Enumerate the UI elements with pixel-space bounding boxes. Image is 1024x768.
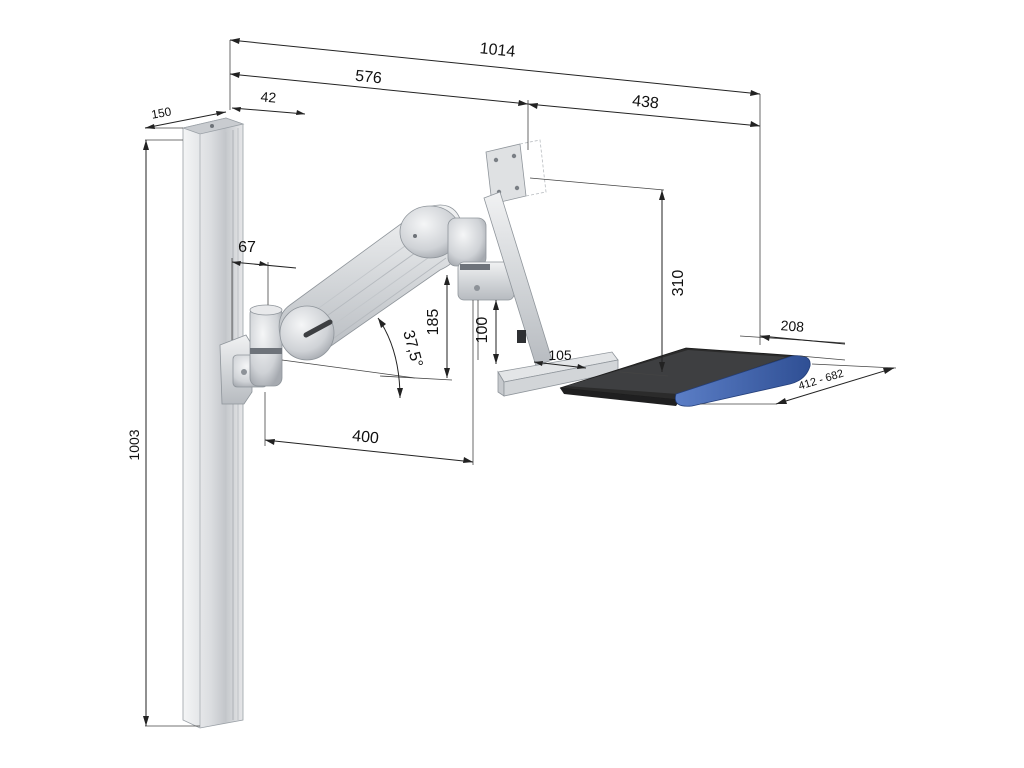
dimension-tray-reach bbox=[527, 103, 761, 127]
label-tray-offset: 105 bbox=[548, 347, 572, 363]
wall-column bbox=[181, 117, 245, 729]
label-pivot-height: 100 bbox=[474, 317, 491, 344]
label-column-height: 1003 bbox=[126, 429, 142, 460]
dimension-arm-reach bbox=[229, 72, 529, 150]
dimension-arm-rise bbox=[379, 275, 453, 381]
dimension-arm-angle bbox=[281, 317, 416, 399]
dimension-pivot-height bbox=[477, 300, 499, 364]
lower-joint bbox=[249, 304, 283, 387]
upper-joint bbox=[447, 217, 515, 301]
dimension-tray-length bbox=[700, 363, 897, 405]
dimension-bracket-offset bbox=[231, 258, 297, 340]
label-column-offset: 42 bbox=[260, 88, 277, 105]
dimension-column-offset bbox=[231, 107, 306, 115]
label-arm-reach: 576 bbox=[354, 68, 382, 88]
dimension-column-height bbox=[143, 139, 200, 727]
label-arm-length: 400 bbox=[351, 428, 379, 448]
label-tray-height: 310 bbox=[670, 270, 687, 297]
label-bracket-offset: 67 bbox=[238, 239, 256, 256]
dimension-tray-offset bbox=[533, 361, 587, 369]
dimension-overall-width bbox=[229, 38, 761, 345]
label-overall-width: 1014 bbox=[479, 40, 516, 61]
label-arm-angle: 37,5° bbox=[399, 329, 425, 370]
dimension-tray-height bbox=[529, 177, 669, 377]
label-arm-rise: 185 bbox=[425, 309, 442, 336]
dimension-tray-width bbox=[739, 335, 846, 361]
articulating-arm bbox=[278, 204, 464, 361]
label-column-depth: 150 bbox=[150, 104, 172, 121]
label-tray-width: 208 bbox=[780, 317, 805, 335]
dimension-arm-length bbox=[264, 300, 474, 465]
label-tray-reach: 438 bbox=[631, 93, 659, 113]
keyboard-tray bbox=[497, 347, 811, 407]
dimension-column-depth bbox=[144, 111, 227, 129]
tray-support-arm bbox=[483, 191, 553, 367]
